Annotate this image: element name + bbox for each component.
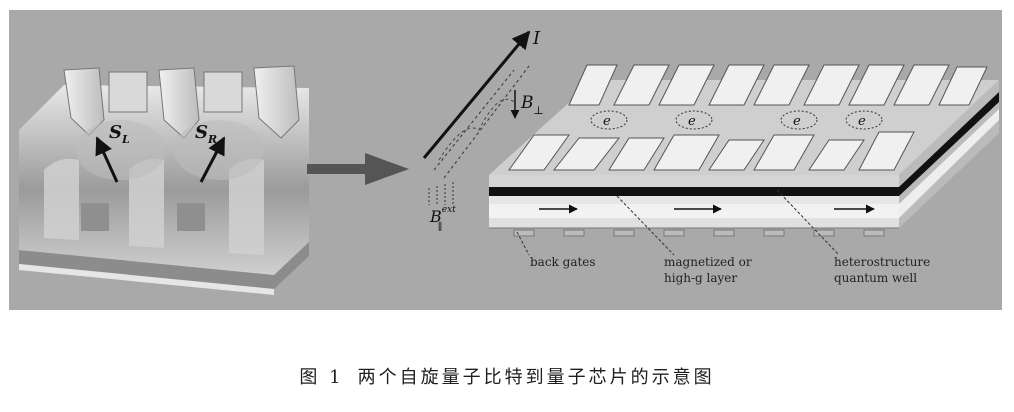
current-label: I: [532, 28, 541, 49]
electron-label-4: e: [858, 114, 866, 129]
quantum-well: [489, 204, 899, 218]
spin-left-sub: L: [121, 133, 130, 146]
spin-left-label: S: [109, 122, 122, 143]
caption-number: 图 1: [299, 367, 344, 388]
lower-gates: [44, 158, 264, 255]
figure-panel: SL SR I B⊥: [9, 10, 1002, 310]
schematic-diagram: SL SR I B⊥: [19, 28, 999, 295]
current-arrow: [422, 30, 531, 159]
figure-caption: 图 1 两个自旋量子比特到量子芯片的示意图: [0, 363, 1014, 389]
back-gate-row: [568, 64, 988, 106]
back-gates: [513, 229, 885, 237]
electron-label-1: e: [603, 114, 611, 129]
annotation-magnetized-layer: magnetized or high-g layer: [664, 255, 755, 285]
transition-arrow: [307, 153, 409, 185]
magnetized-layer: [489, 187, 899, 196]
annotation-magnetized-line-1: magnetized or: [664, 255, 752, 269]
annotation-magnetized-line-2: high-g layer: [664, 271, 737, 285]
annotation-quantum-well: heterostructure quantum well: [834, 255, 934, 285]
spin-left-arrow: [95, 136, 119, 183]
svg-text:SL: SL: [109, 122, 130, 146]
electron-dots: e e e e: [590, 110, 883, 130]
b-ext-label: B: [429, 207, 442, 226]
spin-right-arrow: [199, 136, 226, 183]
spin-right-label: S: [195, 122, 208, 143]
electron-label-3: e: [793, 114, 801, 129]
b-perp-label: B: [520, 93, 534, 113]
chip-side: [19, 242, 309, 289]
b-ext-sup: ext: [442, 205, 456, 215]
annotation-well-line-1: heterostructure: [834, 255, 930, 269]
annotation-well-line-2: quantum well: [834, 271, 917, 285]
electron-label-2: e: [688, 114, 696, 129]
svg-text:SR: SR: [195, 122, 217, 146]
annotation-back-gates: back gates: [530, 255, 596, 269]
svg-text:Bext∥: Bext ∥: [429, 205, 456, 233]
spin-right-sub: R: [207, 133, 217, 146]
b-ext-sub: ∥: [438, 221, 443, 233]
front-gate-row: [508, 131, 915, 171]
right-device: I B⊥ Bext∥: [422, 28, 999, 285]
left-device: SL SR: [19, 65, 309, 295]
b-perp-sub: ⊥: [534, 104, 544, 117]
svg-text:B⊥: B⊥: [520, 93, 544, 117]
caption-text: 两个自旋量子比特到量子芯片的示意图: [357, 367, 715, 388]
